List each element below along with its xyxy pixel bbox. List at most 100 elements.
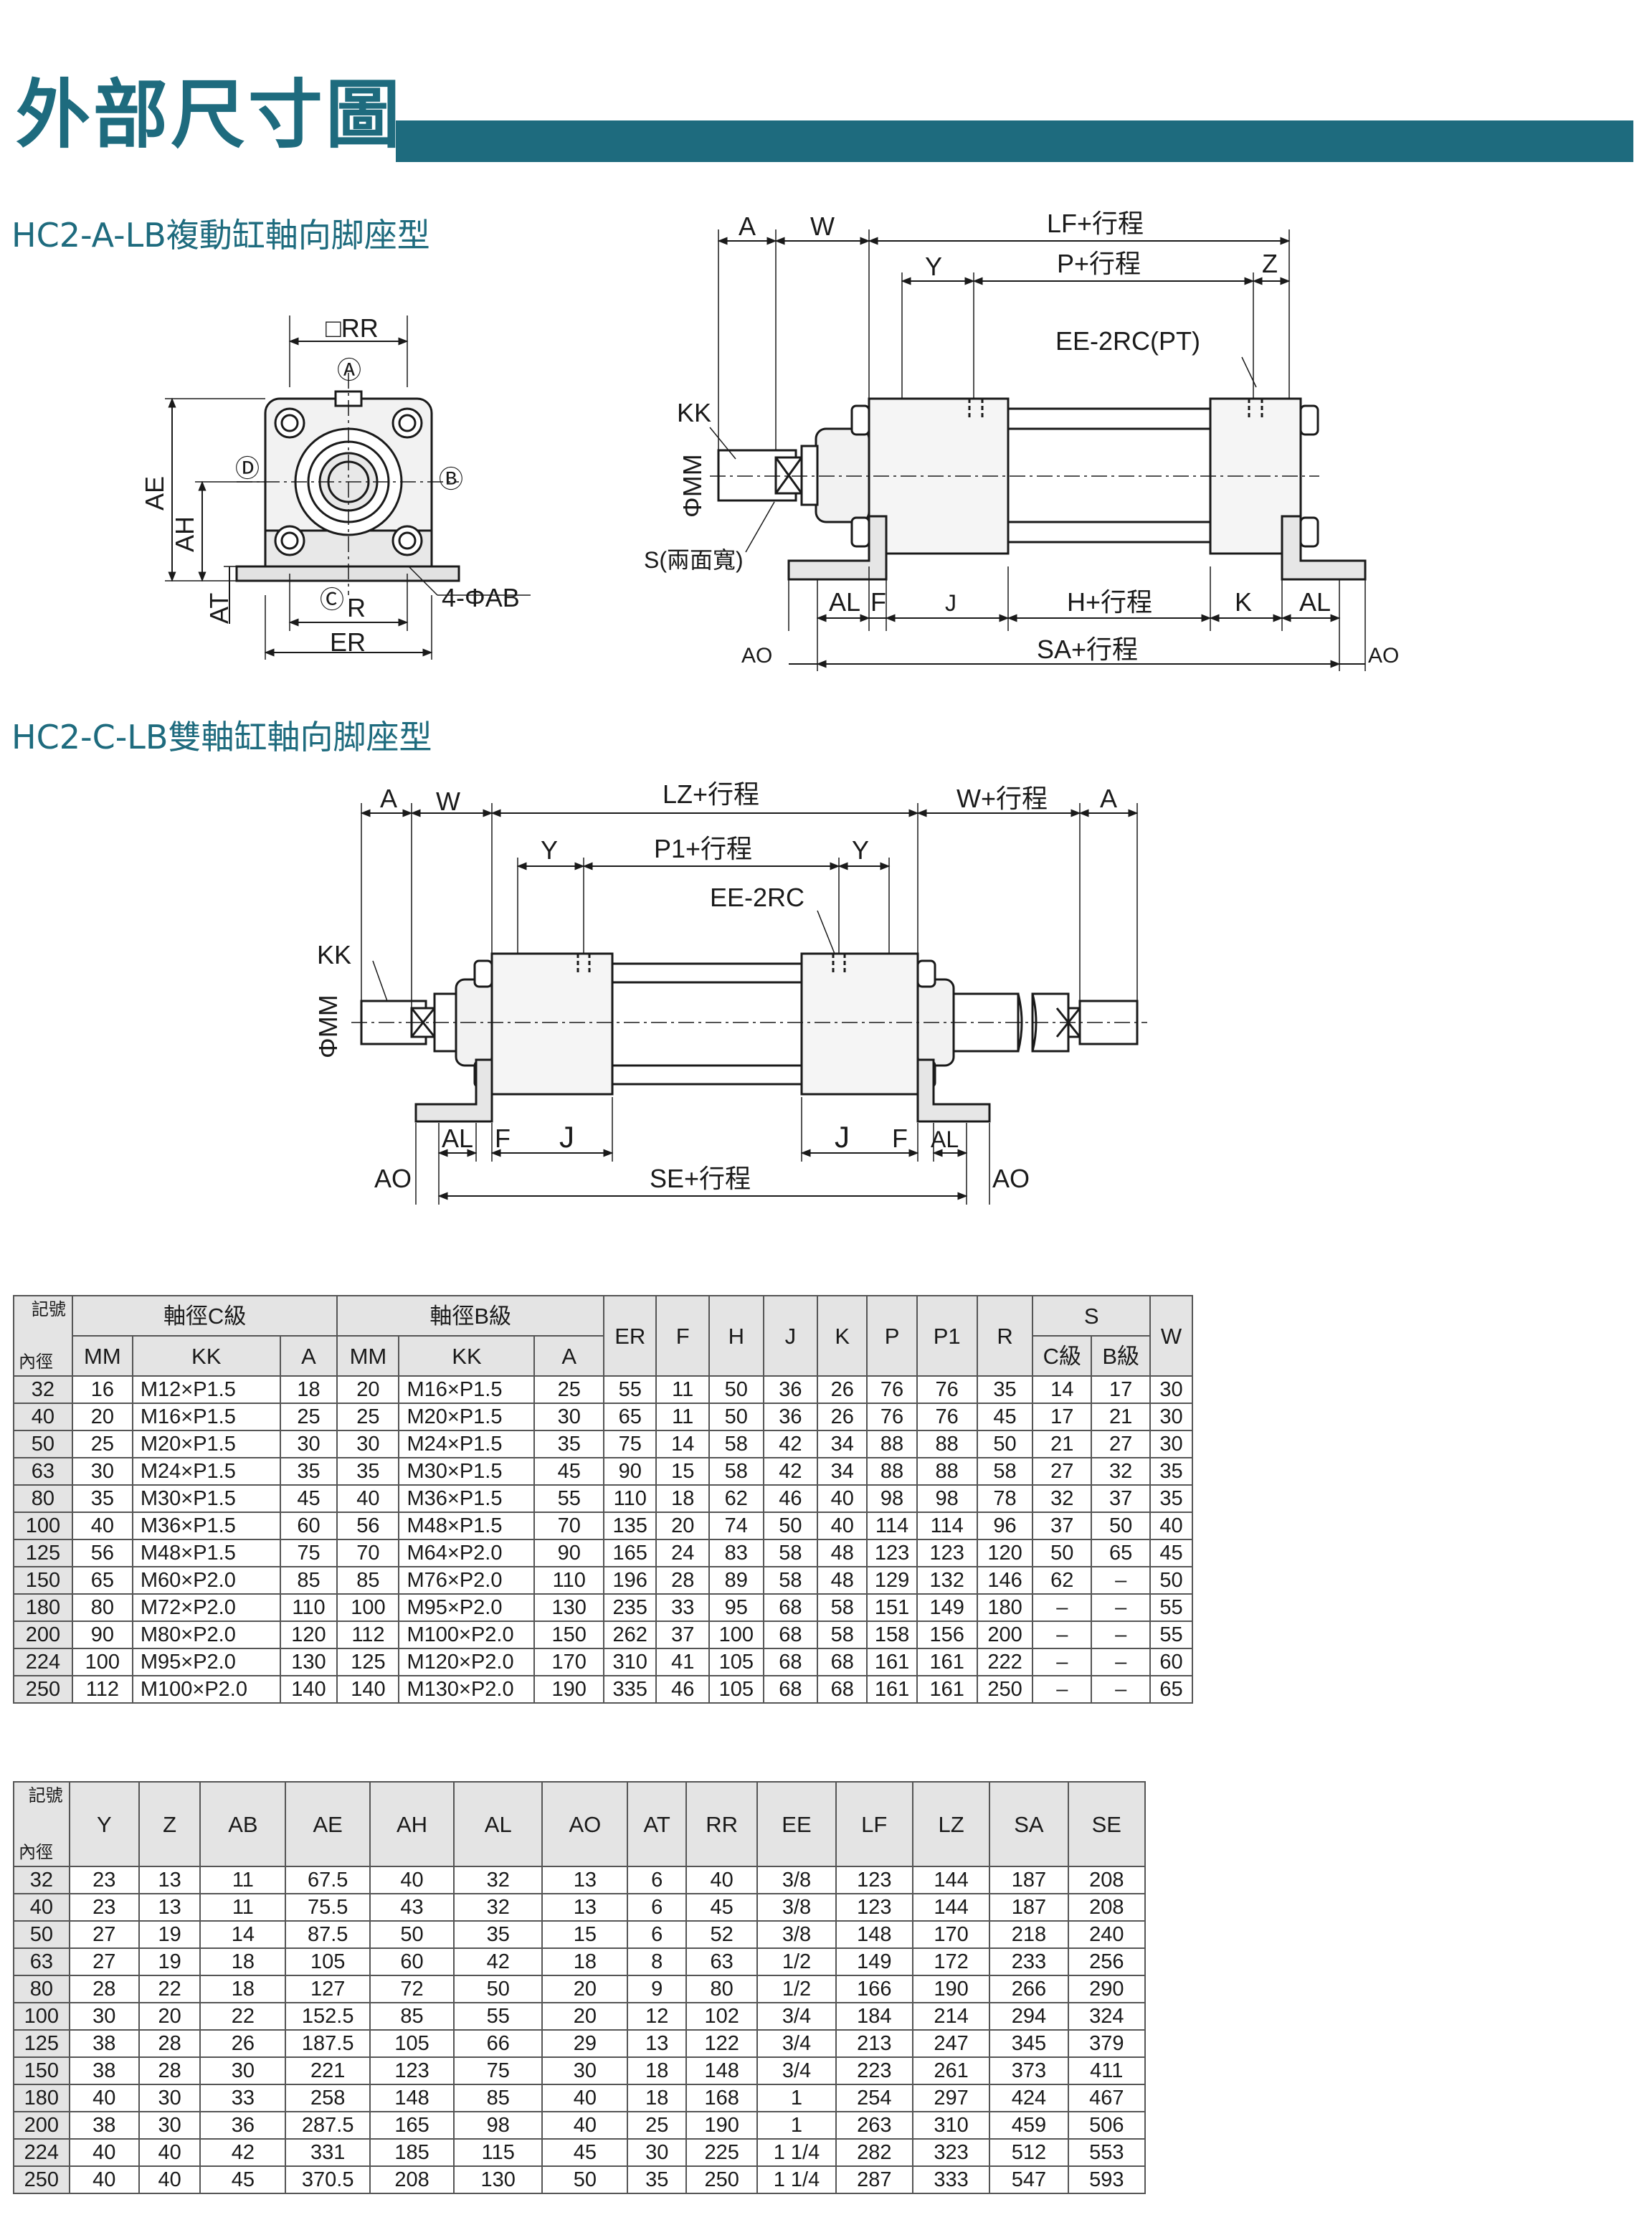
table2-head-lz: LZ [911,1781,991,1867]
table-cell: 547 [989,2165,1069,2194]
table-cell: 40 [68,2165,140,2194]
table-cell: 3/4 [756,2056,837,2085]
table-cell: M100×P2.0 [131,1675,281,1704]
table-cell: M80×P2.0 [131,1621,281,1649]
table-cell: 58 [708,1457,764,1486]
table-cell: 22 [138,1975,201,2003]
table1-head-h: H [708,1295,764,1377]
label-c-ao: AO [374,1164,412,1193]
table-cell: 148 [835,1920,913,1949]
table-cell: M130×P2.0 [398,1675,536,1704]
table-cell: 8 [627,1947,687,1976]
table-cell: 140 [336,1675,400,1704]
table-cell: 290 [1067,1975,1147,2003]
table2-corner-top: 記號 [28,1786,63,1805]
table-cell: 593 [1067,2165,1147,2194]
table-cell: M48×P1.5 [398,1512,536,1540]
table-cell: 1 [756,2111,837,2140]
table-cell: 123 [369,2056,455,2085]
table1-group-b: 軸徑B級 [336,1295,604,1337]
table-cell: 1 [756,2084,837,2112]
table-cell: 123 [835,1866,913,1894]
label-side-y: Y [925,252,942,281]
table1-head-s-c: C級 [1032,1335,1093,1377]
table-cell: 33 [199,2084,287,2112]
table-cell: M16×P1.5 [398,1375,536,1404]
table-cell: M12×P1.5 [131,1375,281,1404]
label-ah: AH [170,516,199,552]
table-cell: 85 [369,2002,455,2031]
table-cell: 90 [533,1539,604,1567]
label-c-ee: EE-2RC [710,883,804,912]
table-cell: 261 [911,2056,991,2085]
label-side-h: H+行程 [1067,587,1152,617]
table-cell: 129 [866,1566,918,1595]
table-cell: 98 [866,1484,918,1513]
label-c-w: W [436,787,460,816]
table-cell: 41 [655,1648,710,1676]
table-cell: 80 [685,1975,759,2003]
table-cell: 208 [1067,1893,1147,1922]
table-cell: 310 [602,1648,658,1676]
table-cell: M95×P2.0 [398,1593,536,1622]
table-cell: 90 [71,1621,133,1649]
table-cell: 90 [602,1457,658,1486]
table-cell: 65 [1149,1675,1193,1704]
table-cell: 65 [1091,1539,1152,1567]
table-cell: 185 [369,2138,455,2167]
table-cell: – [1032,1648,1093,1676]
table-cell: 12 [627,2002,687,2031]
table-cell: M60×P2.0 [131,1566,281,1595]
table2-head-ab: AB [199,1781,287,1867]
table-cell: M16×P1.5 [131,1403,281,1431]
table-cell: 166 [835,1975,913,2003]
table-cell: 20 [541,1975,629,2003]
table-cell: 335 [602,1675,658,1704]
table-cell: 40 [541,2111,629,2140]
table-cell: 40 [138,2138,201,2167]
table-cell: M30×P1.5 [131,1484,281,1513]
table-cell: 18 [655,1484,710,1513]
table-cell: 130 [453,2165,543,2194]
label-side-s: S(兩面寬) [644,547,744,573]
table-cell: 14 [1032,1375,1093,1404]
label-side-j: J [945,590,956,616]
row-bore: 32 [13,1866,70,1894]
table-cell: 17 [1091,1375,1152,1404]
table-cell: 165 [602,1539,658,1567]
table1-head-b-mm: MM [336,1335,400,1377]
table1-head-k: K [817,1295,868,1377]
table-cell: 213 [835,2029,913,2058]
table-cell: – [1032,1675,1093,1704]
table-cell: 1/2 [756,1975,837,2003]
table-cell: 254 [835,2084,913,2112]
table-cell: 40 [817,1484,868,1513]
label-er: ER [330,627,366,657]
table-cell: 35 [71,1484,133,1513]
table-cell: 76 [866,1403,918,1431]
table-cell: 30 [199,2056,287,2085]
table-cell: 148 [369,2084,455,2112]
table-cell: 78 [976,1484,1034,1513]
label-side-ee: EE-2RC(PT) [1055,326,1200,356]
table-cell: 30 [1149,1430,1193,1458]
table-cell: 46 [655,1675,710,1704]
table-cell: 88 [916,1430,978,1458]
table-cell: 38 [68,2056,140,2085]
table-cell: 135 [602,1512,658,1540]
row-bore: 80 [13,1975,70,2003]
table-cell: 122 [685,2029,759,2058]
table-cell: 3/4 [756,2029,837,2058]
table-cell: 149 [835,1947,913,1976]
table-cell: 3/8 [756,1920,837,1949]
table-cell: 27 [68,1920,140,1949]
